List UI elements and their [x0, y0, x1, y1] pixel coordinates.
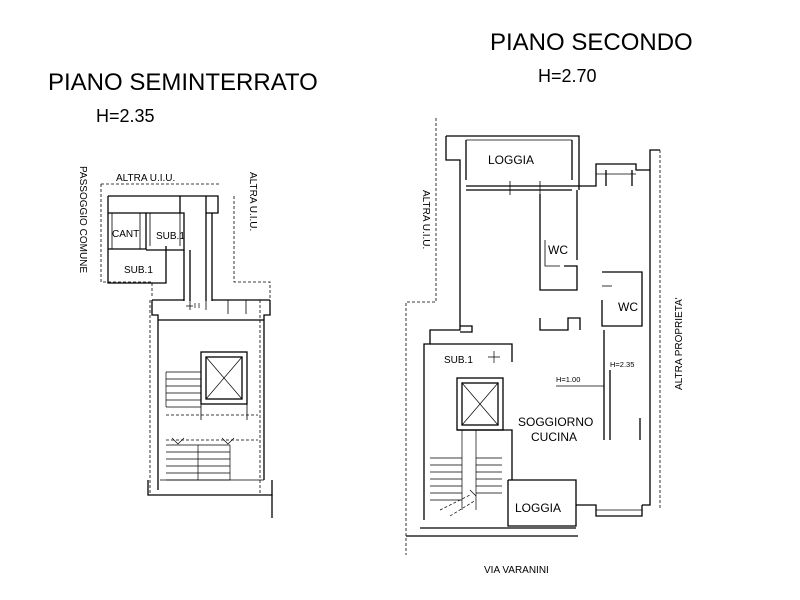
second-floor-altra-uiu: ALTRA U.I.U.: [420, 190, 431, 249]
height-235-label: H=2.35: [610, 360, 634, 369]
basement-altra-top: ALTRA U.I.U.: [116, 173, 175, 184]
basement-height: H=2.35: [96, 106, 155, 126]
basement-altra-side: ALTRA U.I.U.: [247, 172, 258, 231]
basement-title: PIANO SEMINTERRATO: [48, 69, 318, 96]
wc-upper-label: WC: [548, 243, 568, 257]
street-label: VIA VARANINI: [484, 565, 549, 576]
loggia-bottom-label: LOGGIA: [515, 501, 561, 515]
basement-plan: ALTRA U.I.U. ALTRA U.I.U. PASSOGGIO COMU…: [77, 166, 273, 518]
soggiorno-label: SOGGIORNO: [518, 415, 593, 429]
basement-cant-label: CANT: [112, 229, 139, 240]
basement-stairs: [165, 371, 258, 481]
second-floor-title: PIANO SECONDO: [490, 29, 693, 56]
altra-proprieta-label: ALTRA PROPRIETA': [674, 297, 685, 390]
wc-lower-label: WC: [618, 300, 638, 314]
basement-sub1-lower: SUB.1: [124, 265, 153, 276]
second-floor-sub1: SUB.1: [444, 355, 473, 366]
height-100-label: H=1.00: [556, 375, 580, 384]
cucina-label: CUCINA: [531, 430, 577, 444]
second-floor-stairs: [430, 430, 502, 517]
second-floor-plan: LOGGIA WC WC ALTRA U.I.U. ALTRA PROPRIET…: [405, 118, 685, 576]
basement-sub1-upper: SUB.1: [156, 231, 185, 242]
basement-passaggio-comune: PASSOGGIO COMUNE: [77, 166, 88, 273]
loggia-top-label: LOGGIA: [488, 153, 534, 167]
second-floor-height: H=2.70: [538, 66, 597, 86]
